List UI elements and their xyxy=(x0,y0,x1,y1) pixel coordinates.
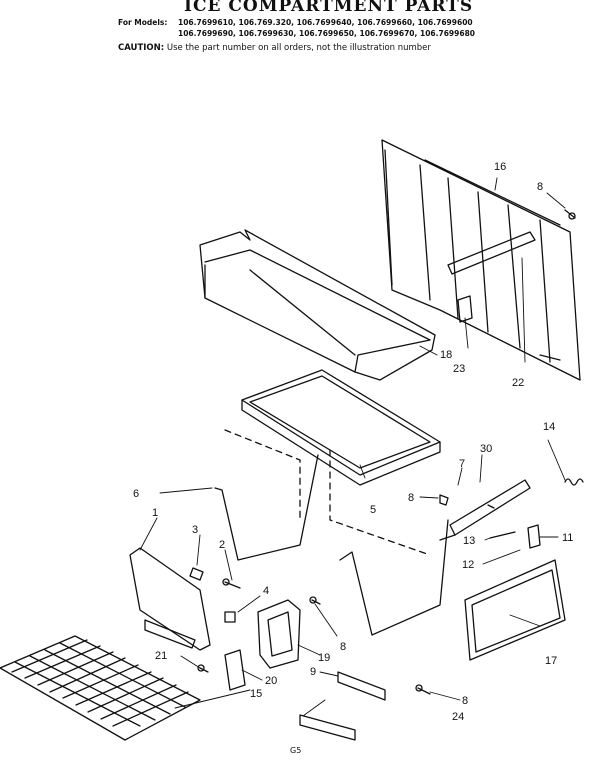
callout-labels: 16 8 18 23 22 14 30 7 6 8 5 1 3 13 11 2 … xyxy=(133,161,573,723)
callout-1: 1 xyxy=(152,507,158,519)
callout-14: 14 xyxy=(543,421,555,433)
callout-5: 5 xyxy=(370,504,376,516)
callout-8b: 8 xyxy=(408,492,414,504)
part-15-wire-shelf xyxy=(0,635,201,741)
part-30-bracket xyxy=(439,479,531,541)
callout-9: 9 xyxy=(310,666,316,678)
callout-16: 16 xyxy=(494,161,506,173)
callout-7: 7 xyxy=(459,458,465,470)
caution-text: Use the part number on all orders, not t… xyxy=(166,43,431,53)
leader-lines xyxy=(139,177,566,717)
callout-13: 13 xyxy=(463,535,475,547)
part-11-clip xyxy=(527,524,541,549)
part-1-mounting-bracket xyxy=(129,547,211,651)
part-17-door-front xyxy=(464,559,566,661)
callout-2: 2 xyxy=(219,539,225,551)
callout-21: 21 xyxy=(155,650,167,662)
models-line-2: 106.7699690, 106.7699630, 106.7699650, 1… xyxy=(178,29,476,38)
callout-17: 17 xyxy=(545,655,557,667)
callout-15: 15 xyxy=(250,688,262,700)
part-13-pin xyxy=(489,531,516,539)
models-line-1: 106.7699610, 106.769.320, 106.7699640, 1… xyxy=(178,18,473,27)
page-title: ICE COMPARTMENT PARTS xyxy=(184,0,474,16)
caution-note: CAUTION: Use the part number on all orde… xyxy=(118,43,431,53)
part-4-spacer xyxy=(224,611,236,623)
callout-23: 23 xyxy=(453,363,465,375)
callout-22: 22 xyxy=(512,377,524,389)
part-19-shroud xyxy=(257,599,301,669)
callout-6: 6 xyxy=(133,488,139,500)
callout-4: 4 xyxy=(263,585,269,597)
part-8-screw-top xyxy=(564,209,576,220)
callout-18: 18 xyxy=(440,349,452,361)
models-label: For Models: xyxy=(118,18,168,27)
caution-label: CAUTION: xyxy=(118,43,165,53)
part-24-plate xyxy=(299,714,356,741)
part-8-screws xyxy=(197,494,449,695)
callout-8: 8 xyxy=(537,181,543,193)
callout-3: 3 xyxy=(192,524,198,536)
callout-11: 11 xyxy=(562,532,573,544)
callout-20: 20 xyxy=(265,675,277,687)
callout-12: 12 xyxy=(462,559,474,571)
part-5-drip-tray xyxy=(241,369,441,486)
part-22-shelf-rail xyxy=(447,231,536,275)
part-9-hinge-plate xyxy=(337,671,386,701)
callout-30: 30 xyxy=(480,443,492,455)
callout-24: 24 xyxy=(452,711,464,723)
callout-8d: 8 xyxy=(462,695,468,707)
part-6-wire-support xyxy=(214,454,449,636)
part-16-door-panel xyxy=(381,139,581,381)
callout-8c: 8 xyxy=(340,641,346,653)
callout-19: 19 xyxy=(318,652,330,664)
part-20-bracket xyxy=(224,649,246,691)
part-23-clip xyxy=(457,295,473,323)
part-18-ice-bin xyxy=(199,229,436,381)
compartment-outline-dashed xyxy=(224,429,431,556)
part-2-screw xyxy=(222,578,241,589)
part-3-fastener xyxy=(189,567,204,581)
part-14-spring xyxy=(564,478,584,486)
page-code: G5 xyxy=(290,746,302,755)
